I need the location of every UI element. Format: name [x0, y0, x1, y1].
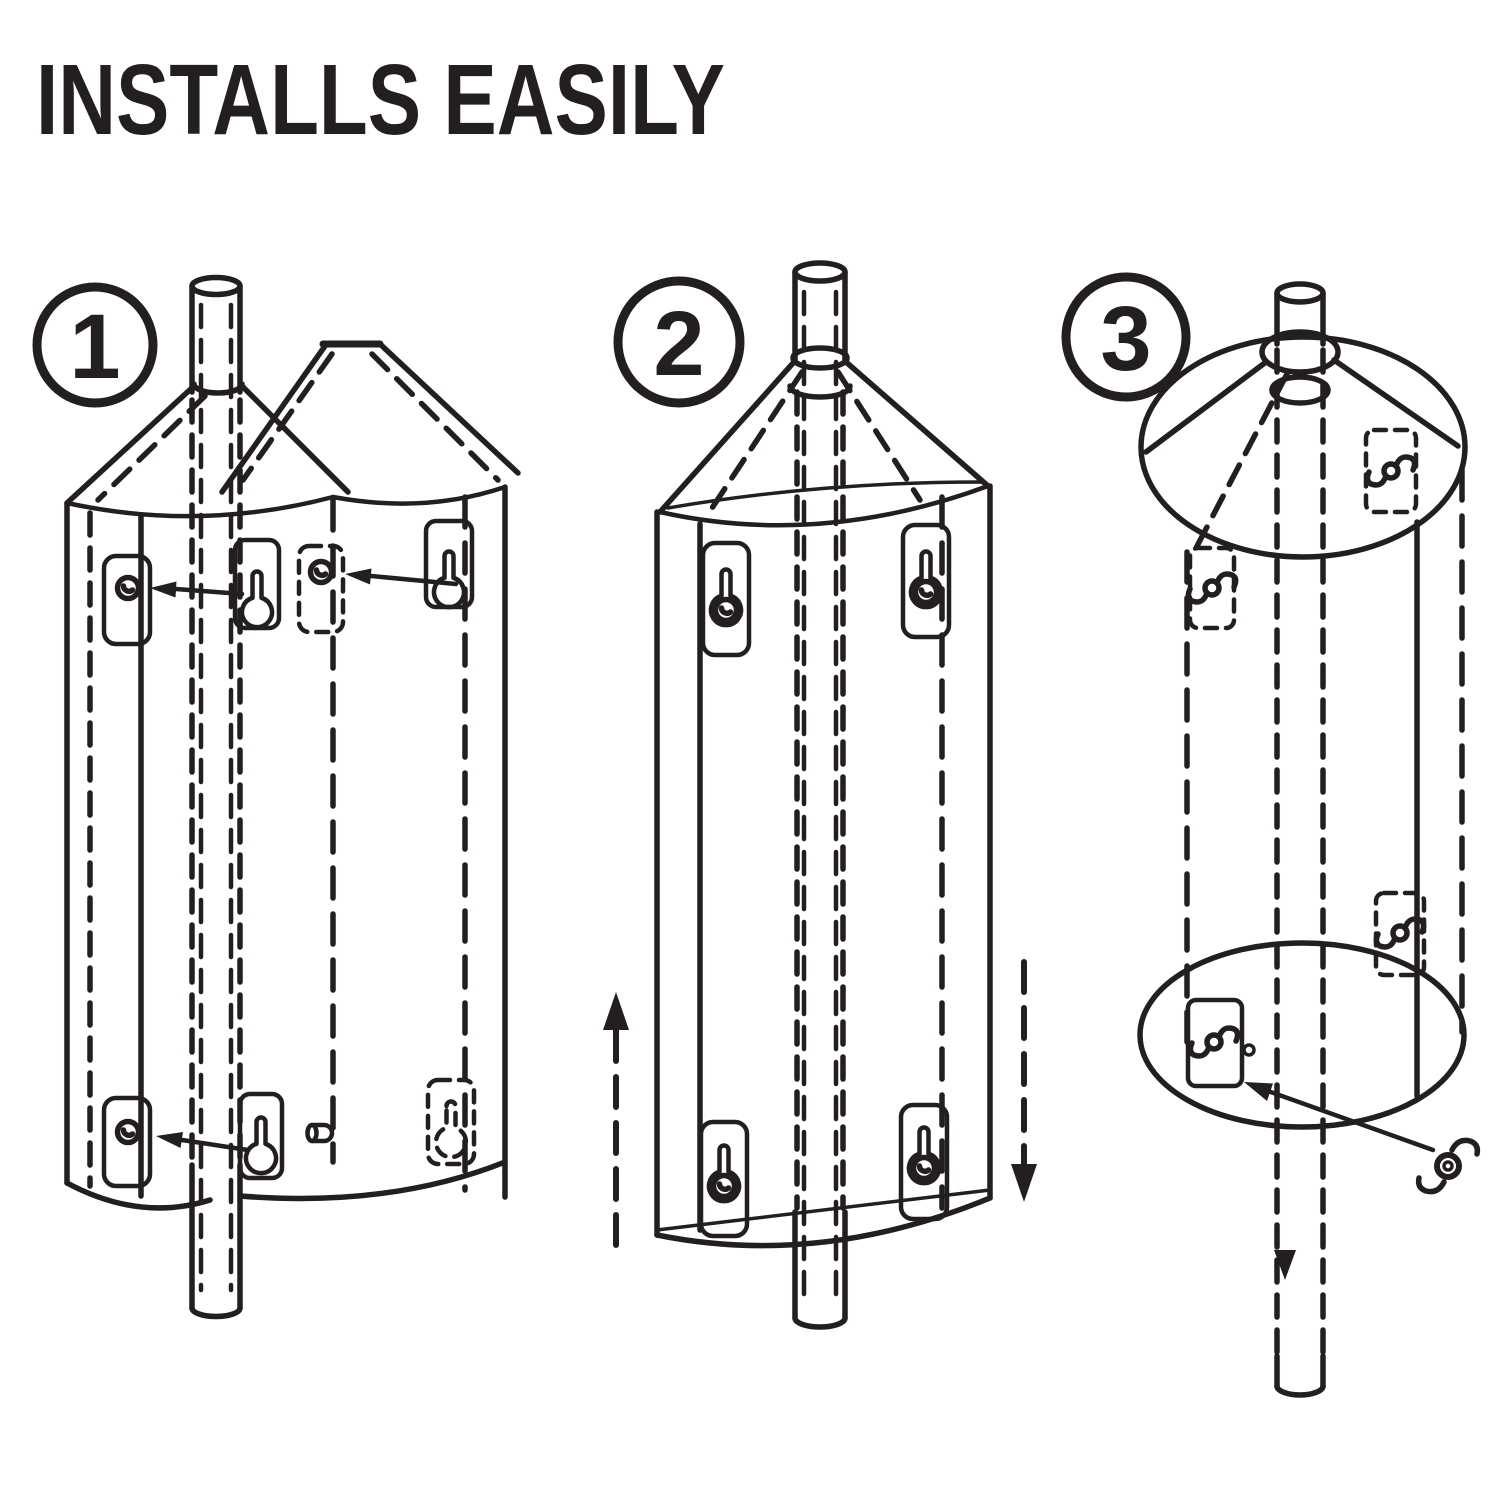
cone-left-edge: [657, 359, 797, 515]
cone-right-edge: [1331, 357, 1461, 449]
page-title: INSTALLS EASILY: [36, 44, 725, 156]
keyhole-tab-upper-right: [423, 518, 475, 608]
wingnut-tab-lower-left: [1185, 997, 1256, 1089]
step-1-badge-circle: [32, 282, 158, 408]
slide-down-arrow: [1011, 959, 1037, 1202]
step-2-illustration: [603, 260, 1037, 1330]
cone-seam-hidden: [1193, 369, 1291, 551]
cone-right-edge: [377, 341, 521, 476]
screw-tab-lower-left: [101, 1095, 153, 1189]
locked-tab-lower-left: [698, 1119, 750, 1239]
cone-left-edge: [219, 343, 328, 495]
step-2-badge: 2: [613, 276, 745, 408]
screw: [118, 1122, 139, 1143]
step-1-baffle-right-half: [219, 340, 521, 1202]
assembly-arrow: [156, 1132, 251, 1153]
body-bottom-rim: [64, 1180, 213, 1211]
step-2-badge-circle: [613, 276, 745, 408]
slide-down-arrowhead: [1274, 1250, 1296, 1280]
body-bottom-ellipse: [1137, 940, 1467, 1130]
step-1-number: 1: [69, 296, 120, 398]
loose-wing-nut: [1415, 1137, 1481, 1195]
screw-engaged: [716, 600, 737, 621]
keyhole-slot: [242, 572, 272, 628]
step-3-badge: 3: [1061, 272, 1191, 402]
step-2-slide-arrows: [603, 959, 1037, 1248]
cone-right-edge: [843, 359, 991, 489]
locked-tab-upper-right: [900, 522, 952, 640]
wing-nut: [1190, 1028, 1237, 1056]
screw: [311, 562, 332, 583]
body-bottom-rim-back: [655, 1188, 992, 1232]
callout-arrow: [1244, 1082, 1436, 1153]
cone-left-edge: [1143, 359, 1269, 455]
keyhole-tab-lower-middle: [237, 1091, 285, 1181]
body-top-rim-back: [666, 480, 984, 510]
screw-engaged: [714, 1176, 735, 1197]
step-3-pole: [1274, 281, 1326, 1398]
side-screw-lower: [305, 1122, 335, 1144]
screw: [118, 578, 139, 599]
body-bottom-rim: [237, 1159, 508, 1202]
cone-collar-outer: [1259, 329, 1341, 375]
step-2-panel: 2: [603, 260, 1037, 1330]
wingnut-tab-upper-right: [1363, 427, 1419, 515]
slide-up-arrow: [603, 992, 629, 1248]
step-2-baffle-assembled: [654, 345, 993, 1249]
cone-collar-inner: [1269, 374, 1331, 406]
locked-tab-lower-right: [898, 1102, 950, 1222]
locked-tab-upper-left: [700, 540, 752, 658]
keyhole-slot: [434, 552, 464, 608]
assembly-arrow: [345, 568, 459, 587]
cone-rim-ellipse: [1138, 334, 1468, 560]
step-1-illustration: [64, 274, 521, 1320]
keyhole-slot: [246, 1118, 276, 1174]
step-1-assembly-arrows: [150, 568, 459, 1153]
cone-right-edge: [239, 383, 351, 495]
step-3-wingnut-callout: [1244, 1082, 1481, 1195]
step-3-badge-circle: [1061, 272, 1191, 402]
keyhole-tab-lower-right-hidden: [425, 1077, 477, 1167]
step-2-number: 2: [653, 293, 704, 395]
screw-tab-upper-left: [101, 553, 153, 647]
step-2-pole: [792, 260, 848, 1330]
step-1-badge: 1: [32, 282, 158, 408]
assembly-arrow: [150, 581, 245, 598]
cone-collar: [790, 345, 850, 371]
body-top-rim: [330, 484, 508, 506]
wing-nut: [1188, 574, 1235, 602]
step-1-pole: [189, 274, 243, 1320]
step-1-panel: 1: [32, 274, 521, 1320]
step-3-baffle-installed: [1137, 329, 1468, 1130]
keyhole-slot: [436, 1102, 466, 1158]
body-top-rim: [64, 494, 336, 519]
step-3-panel: 3: [1061, 272, 1481, 1398]
step-3-illustration: [1137, 281, 1481, 1398]
step-1-baffle-left-half: [64, 381, 351, 1211]
cone-left-edge: [64, 383, 197, 506]
wingnut-tab-right: [1376, 890, 1424, 978]
screw-engaged: [914, 1158, 935, 1179]
screw-engaged: [916, 582, 937, 603]
body-top-rim-front: [657, 483, 991, 528]
screw-tab-upper-middle-hidden: [296, 543, 346, 635]
keyhole-tab-upper-middle: [232, 537, 282, 631]
step-3-number: 3: [1100, 288, 1151, 390]
wing-nut: [1367, 457, 1414, 485]
wingnut-tab-left: [1188, 545, 1235, 631]
screw-post: [1242, 1043, 1256, 1057]
